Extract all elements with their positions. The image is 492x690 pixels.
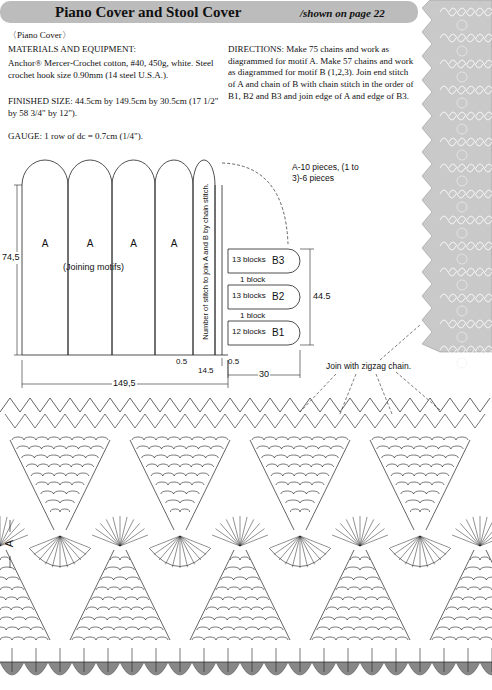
materials-text: Anchor® Mercer-Crochet cotton, #40, 450g…: [8, 58, 220, 81]
dimension-label: 0.5: [176, 357, 187, 367]
panel-letter: B3: [272, 255, 284, 266]
piece-count: A-10 pieces, (1 to 3)-6 pieces: [292, 162, 376, 184]
motif-b-panel: B1: [228, 321, 300, 345]
dimension-label: 74,5: [1, 252, 21, 264]
size-text: FINISHED SIZE: 44.5cm by 149.5cm by 30.5…: [8, 96, 220, 119]
motif-panel: A: [22, 160, 68, 355]
panel-letter: B2: [272, 291, 284, 302]
dimension-label: 30: [258, 369, 270, 381]
panel-outline: [228, 249, 300, 273]
lace-photo: [422, 0, 492, 368]
block-count: 13 blocks: [232, 291, 266, 301]
block-count: 1 block: [240, 275, 265, 285]
panel-letter: B1: [272, 327, 284, 338]
dimension-label: 14.5: [198, 366, 214, 376]
panel-outline: [22, 160, 68, 355]
panel-letter: A: [42, 238, 49, 249]
note-label: Join with zigzag chain.: [326, 361, 411, 372]
block-count: 12 blocks: [232, 327, 266, 337]
panel-outline: [228, 285, 300, 309]
dimension-label: 0.5: [228, 357, 239, 367]
crochet-chart: [0, 398, 492, 640]
panel-letter: A: [87, 238, 94, 249]
note-label: (Joining motifs): [62, 262, 125, 274]
motif-b-panel: B3: [228, 249, 300, 273]
motif-letter: A: [3, 536, 16, 550]
title-band: [0, 1, 418, 23]
panel-outline: [155, 160, 193, 355]
directions-text: DIRECTIONS: Make 75 chains and work as d…: [228, 44, 416, 102]
motif-panel: A: [68, 160, 112, 355]
panel-outline: [228, 321, 300, 345]
dimension-label: 44.5: [312, 291, 332, 303]
motif-panel: A: [155, 160, 193, 355]
panel-letter: A: [171, 238, 178, 249]
vertical-note: Number of stitch to join A and B by chai…: [201, 173, 210, 351]
block-count: 1 block: [240, 311, 265, 321]
panel-letter: A: [130, 238, 137, 249]
gauge-text: GAUGE: 1 row of dc = 0.7cm (1/4").: [8, 131, 220, 143]
section-heading: MATERIALS AND EQUIPMENT:: [8, 44, 136, 56]
chart-edge: [0, 520, 492, 675]
page-title: Piano Cover and Stool Cover: [55, 3, 241, 23]
block-count: 13 blocks: [232, 255, 266, 265]
motif-panel: A: [112, 160, 155, 355]
panel-outline: [68, 160, 112, 355]
page-reference: /shown on page 22: [300, 6, 385, 20]
schematic-lines: [14, 160, 440, 414]
panel-outline: [112, 160, 155, 355]
motif-b-panel: B2: [228, 285, 300, 309]
section-heading: 〈Piano Cover〉: [8, 30, 71, 42]
dimension-label: 149,5: [112, 378, 137, 390]
